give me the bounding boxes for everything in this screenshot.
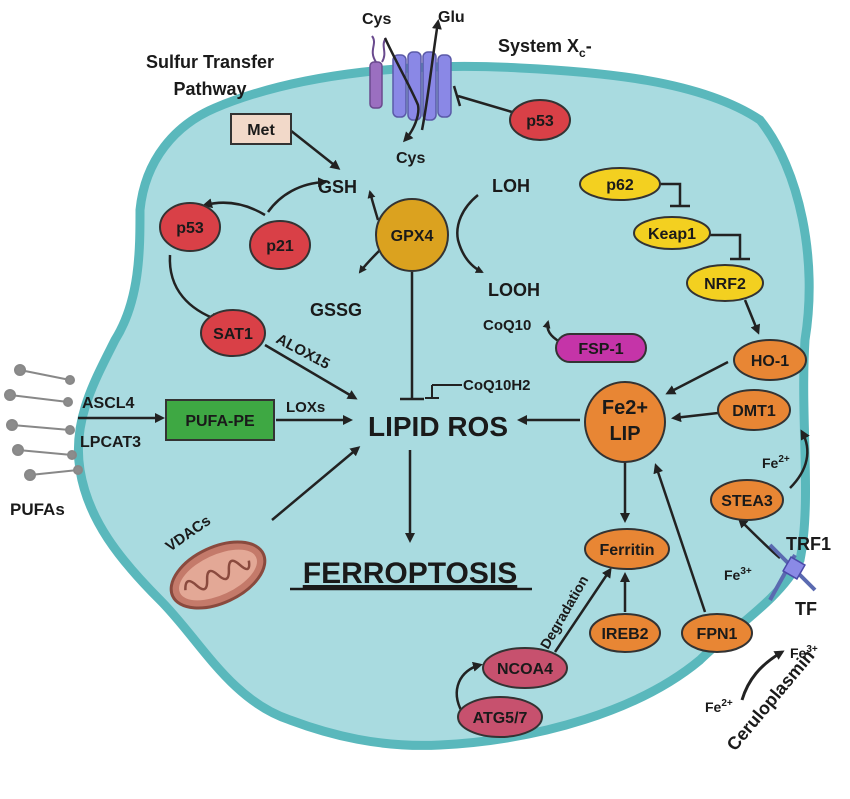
met-node — [230, 113, 292, 145]
p21-label: p21 — [266, 238, 294, 255]
fe3-label: Fe3+ — [724, 566, 752, 583]
dmt1-node — [717, 389, 791, 431]
mitochondrion-icon — [169, 540, 267, 610]
gsh-label: GSH — [318, 177, 357, 197]
fpn1-label: FPN1 — [697, 626, 738, 643]
p53-top-label: p53 — [526, 113, 554, 130]
p53-top-node — [509, 99, 571, 141]
coq10-label: CoQ10 — [483, 317, 531, 334]
keap1-node — [633, 216, 711, 250]
gpx4-label: GPX4 — [391, 228, 434, 245]
met-label: Met — [247, 122, 275, 139]
pufa-lipids-icon — [4, 364, 83, 481]
lipid-ros-label: LIPID ROS — [368, 411, 508, 442]
stea3-label: STEA3 — [721, 493, 773, 510]
ferritin-label: Ferritin — [599, 542, 654, 559]
ascl4-label: ASCL4 — [82, 395, 135, 412]
sat1-node — [200, 309, 266, 357]
glu-top-label: Glu — [438, 9, 465, 26]
sulfur-transfer-label-1: Sulfur Transfer — [146, 52, 274, 72]
fpn1-node — [681, 613, 753, 653]
nrf2-node — [686, 264, 764, 302]
atg57-node — [457, 696, 543, 738]
gpx4-node — [375, 198, 449, 272]
stea3-node — [710, 479, 784, 521]
pufa-pe-label: PUFA-PE — [185, 413, 255, 430]
ncoa4-node — [482, 647, 568, 689]
ireb2-label: IREB2 — [601, 626, 648, 643]
lip-label-lip: LIP — [609, 423, 640, 445]
p62-label: p62 — [606, 177, 634, 194]
ho1-node — [733, 339, 807, 381]
lip-node — [584, 381, 666, 463]
cp-fe3-label: Fe3+ — [790, 644, 818, 661]
p62-node — [579, 167, 661, 201]
tf-label: TF — [795, 599, 817, 619]
trf1-label: TRF1 — [786, 534, 831, 554]
looh-label: LOOH — [488, 280, 540, 300]
atg57-label: ATG5/7 — [473, 710, 528, 727]
pufas-label: PUFAs — [10, 500, 65, 519]
p53-left-node — [159, 202, 221, 252]
lpcat3-label: LPCAT3 — [80, 434, 141, 451]
coq10h2-label: CoQ10H2 — [463, 377, 531, 394]
system-xc-label: System Xc- — [498, 36, 592, 60]
pufa-pe-node — [165, 399, 275, 441]
fsp1-node — [555, 333, 647, 363]
fe2-label: Fe2+ — [762, 454, 790, 471]
nrf2-label: NRF2 — [704, 276, 746, 293]
loxs-label: LOXs — [286, 399, 325, 416]
dmt1-label: DMT1 — [732, 403, 776, 420]
trf1-receptor-icon — [768, 543, 817, 601]
cp-fe2-label: Fe2+ — [705, 698, 733, 715]
cys-top-label: Cys — [362, 11, 391, 28]
p21-node — [249, 220, 311, 270]
fsp1-label: FSP-1 — [578, 341, 623, 358]
gssg-label: GSSG — [310, 300, 362, 320]
ferritin-node — [584, 528, 670, 570]
sat1-label: SAT1 — [213, 326, 253, 343]
lip-label-fe2: Fe2+ — [602, 397, 648, 419]
sulfur-transfer-label-2: Pathway — [173, 79, 246, 99]
ncoa4-label: NCOA4 — [497, 661, 553, 678]
loh-label: LOH — [492, 176, 530, 196]
ireb2-node — [589, 613, 661, 653]
cys-inside-label: Cys — [396, 150, 425, 167]
ceruloplasmin-label: Ceruloplasmin — [723, 646, 819, 755]
keap1-label: Keap1 — [648, 226, 696, 243]
ferroptosis-label: FERROPTOSIS — [303, 557, 517, 590]
p53-left-label: p53 — [176, 220, 204, 237]
ho1-label: HO-1 — [751, 353, 789, 370]
